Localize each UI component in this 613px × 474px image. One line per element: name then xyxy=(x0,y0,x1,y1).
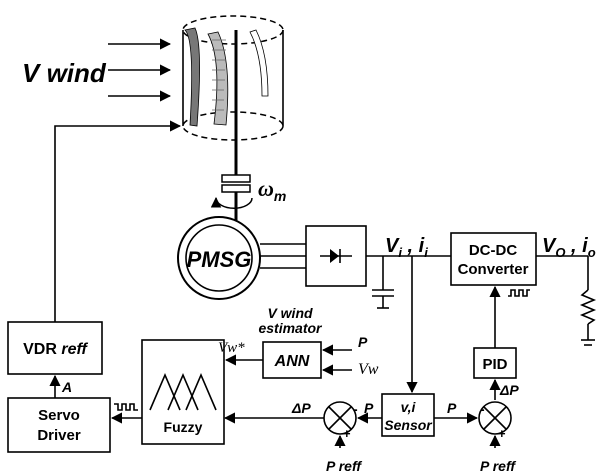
p-left-label: P xyxy=(364,400,374,416)
vw-star-label: Vw* xyxy=(218,340,245,356)
wind-arrows xyxy=(108,38,172,102)
ann-label: ANN xyxy=(274,353,310,370)
capacitor-icon xyxy=(372,256,394,309)
sensor-label-2: Sensor xyxy=(384,417,433,433)
servo-label-1: Servo xyxy=(38,407,80,424)
summing-junction-right xyxy=(478,401,512,435)
preff-right-label: P reff xyxy=(480,458,516,474)
preff-left-label: P reff xyxy=(326,458,362,474)
servo-label-2: Driver xyxy=(37,427,81,444)
dcdc-label-1: DC-DC xyxy=(469,242,517,259)
pid-block: PID xyxy=(473,347,517,379)
pid-label: PID xyxy=(482,356,507,373)
pwm-pulse-servo-icon xyxy=(114,403,138,411)
resistor-icon xyxy=(579,256,597,346)
a-label: A xyxy=(61,379,72,395)
plus-left: + xyxy=(343,426,351,441)
wind-label: V wind xyxy=(22,58,107,88)
delta-p-right-label: ΔP xyxy=(499,382,519,398)
minus-right: - xyxy=(480,401,485,417)
servo-driver-block: Servo Driver xyxy=(7,397,111,453)
turbine-icon xyxy=(182,15,284,178)
plus-right: + xyxy=(498,426,506,441)
fuzzy-label: Fuzzy xyxy=(164,419,203,435)
estimator-label-1: V wind xyxy=(267,305,313,321)
ann-input-vw-label: Vw xyxy=(358,361,379,378)
dcdc-converter-block: DC-DC Converter xyxy=(450,232,537,286)
vi-label: Vi , ii xyxy=(385,235,428,260)
ann-block: ANN xyxy=(262,341,322,379)
vdr-label: VDR reff xyxy=(23,341,88,358)
pmsg-generator: PMSG xyxy=(177,216,261,300)
dcdc-label-2: Converter xyxy=(458,261,529,278)
sensor-label-1: v,i xyxy=(401,399,417,415)
fuzzy-controller-block: Fuzzy xyxy=(141,339,225,445)
vdr-to-turbine-line xyxy=(54,120,182,322)
estimator-label-2: estimator xyxy=(258,320,323,336)
pmsg-label: PMSG xyxy=(187,247,252,272)
vi-sensor-block: v,i Sensor xyxy=(381,393,435,437)
omega-label: ωm xyxy=(258,176,286,204)
summing-junction-left xyxy=(323,401,357,435)
p-right-label: P xyxy=(447,400,457,416)
ann-input-p-label: P xyxy=(358,334,368,350)
minus-left: - xyxy=(353,401,358,417)
delta-p-left-label: ΔP xyxy=(291,400,311,416)
rectifier-block xyxy=(305,225,367,287)
pwm-pulse-icon xyxy=(508,289,530,297)
vo-io-label: VO , io xyxy=(542,235,596,260)
vdr-block: VDR reff xyxy=(7,321,103,375)
